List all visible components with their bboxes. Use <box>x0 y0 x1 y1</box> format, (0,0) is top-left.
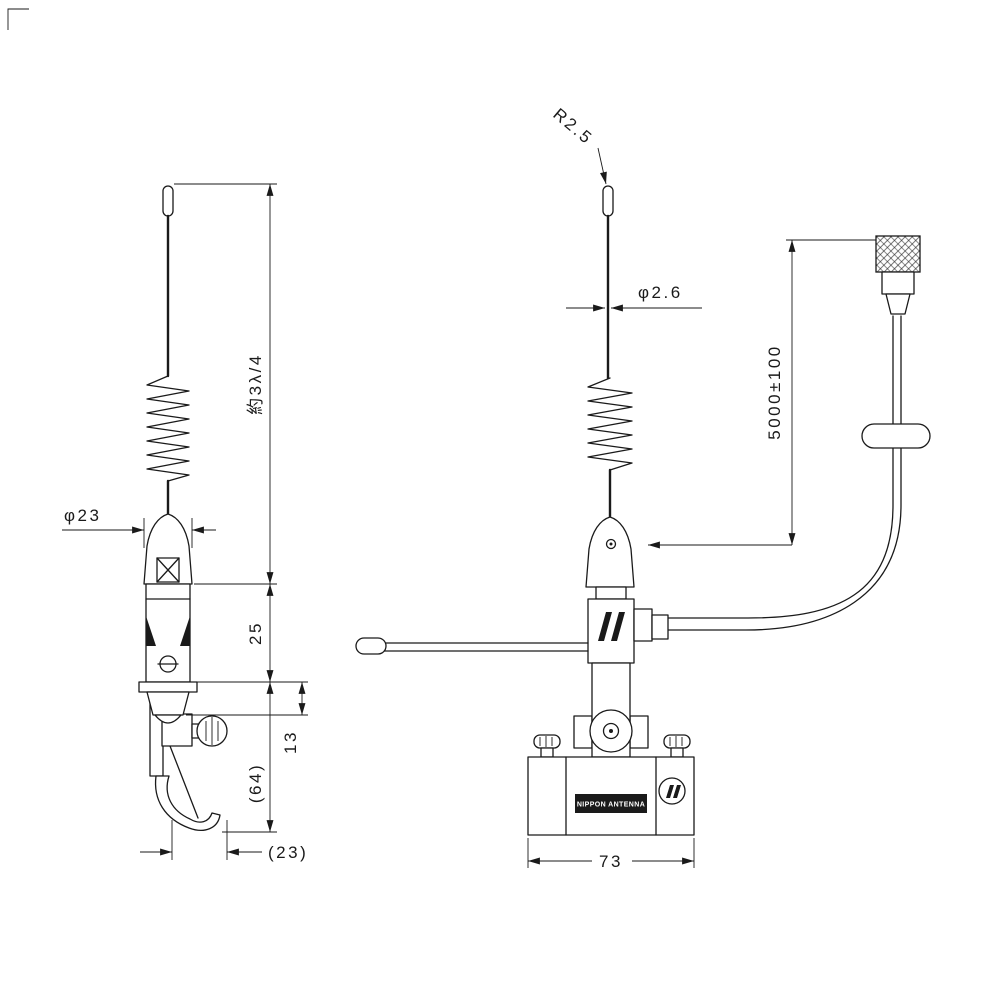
thumbscrew-right-hatch <box>669 736 683 747</box>
side-view: 約3λ/4 φ23 25 13 (64) <box>62 183 308 862</box>
crossed-box <box>156 557 180 583</box>
dim-whip-length: 約3λ/4 <box>246 353 265 415</box>
tip-cap <box>162 185 174 217</box>
clamp-tab-right <box>629 715 649 749</box>
body-logo-stroke-1 <box>598 612 612 641</box>
connector-strain-relief <box>885 293 911 315</box>
logo-mark-left <box>146 616 156 646</box>
body-logo-stroke-2 <box>611 612 625 641</box>
connector-body <box>881 271 915 295</box>
dim-cable-length: 5000±100 <box>765 344 784 440</box>
clamp-tab-left <box>573 715 593 749</box>
coax-cable-right-edge <box>667 315 902 631</box>
dim-bracket-width: (23) <box>268 843 308 862</box>
dim-cable-length-group: 5000±100 <box>648 239 876 549</box>
side-connector-nut <box>651 614 669 640</box>
frame-corner-mark <box>7 8 29 30</box>
clamp-screw-dot <box>609 729 613 733</box>
tip-cap-front <box>602 185 614 217</box>
dim-body-height: 25 <box>246 621 265 645</box>
dim-bracket-drop: 13 <box>281 730 300 754</box>
side-connector-base <box>633 608 653 642</box>
base-logo-stroke-2 <box>673 785 681 798</box>
bracket-hook <box>154 775 221 831</box>
wing-knob-hatch <box>205 717 219 745</box>
dim-whip-length-group: 約3λ/4 <box>174 183 277 585</box>
dim-body-height-group: 25 <box>193 584 308 683</box>
thumbscrew-left-cap <box>533 734 561 749</box>
loading-coil <box>146 375 190 482</box>
crossed-box-x <box>156 557 180 583</box>
radial-rod-tip <box>355 637 387 655</box>
whip-base-cone-front <box>585 516 635 588</box>
dim-head-diameter-group: φ23 <box>62 506 216 548</box>
bracket-strut <box>169 745 199 819</box>
dim-base-width-group: 73 <box>527 838 695 871</box>
antenna-body-front <box>587 598 635 664</box>
dim-tip-radius: R2.5 <box>549 105 596 149</box>
cone-hole-dot <box>609 542 613 546</box>
clamp-screw-inner <box>602 722 620 740</box>
coax-cable-left-edge <box>667 315 894 619</box>
thumbscrew-left-hatch <box>539 736 553 747</box>
connector-knurl <box>875 235 921 273</box>
thumbscrew-right-cap <box>663 734 691 749</box>
base-logo-stroke-1 <box>666 785 674 798</box>
body-neck <box>595 586 627 600</box>
thumbscrew-left-stem <box>540 747 554 758</box>
brand-label: NIPPON ANTENNA <box>577 802 645 809</box>
dim-lower-height-group: (64) <box>222 682 277 833</box>
cable-grommet <box>861 423 931 449</box>
whip-base-cone <box>143 513 193 585</box>
thumbscrew-right-stem <box>670 747 684 758</box>
dim-element-diameter-group: φ2.6 <box>566 283 702 312</box>
loading-coil-front <box>587 377 633 471</box>
brand-label-plate <box>575 794 647 813</box>
front-view: NIPPON ANTENNA R2.5 φ2.6 5000±100 <box>355 105 931 871</box>
dim-bracket-drop-group: 13 <box>186 682 308 754</box>
nut-dome <box>154 714 182 724</box>
mount-flange <box>138 681 198 693</box>
dim-element-diameter: φ2.6 <box>638 283 683 302</box>
dim-bracket-width-group: (23) <box>140 820 308 862</box>
dim-base-width: 73 <box>599 852 623 871</box>
dim-lower-height: (64) <box>246 763 265 803</box>
logo-mark-right <box>180 616 190 646</box>
mount-nut <box>146 691 190 716</box>
cone-hole <box>605 538 617 550</box>
dim-head-diameter: φ23 <box>64 506 101 525</box>
dim-tip-radius-group: R2.5 <box>549 105 607 185</box>
